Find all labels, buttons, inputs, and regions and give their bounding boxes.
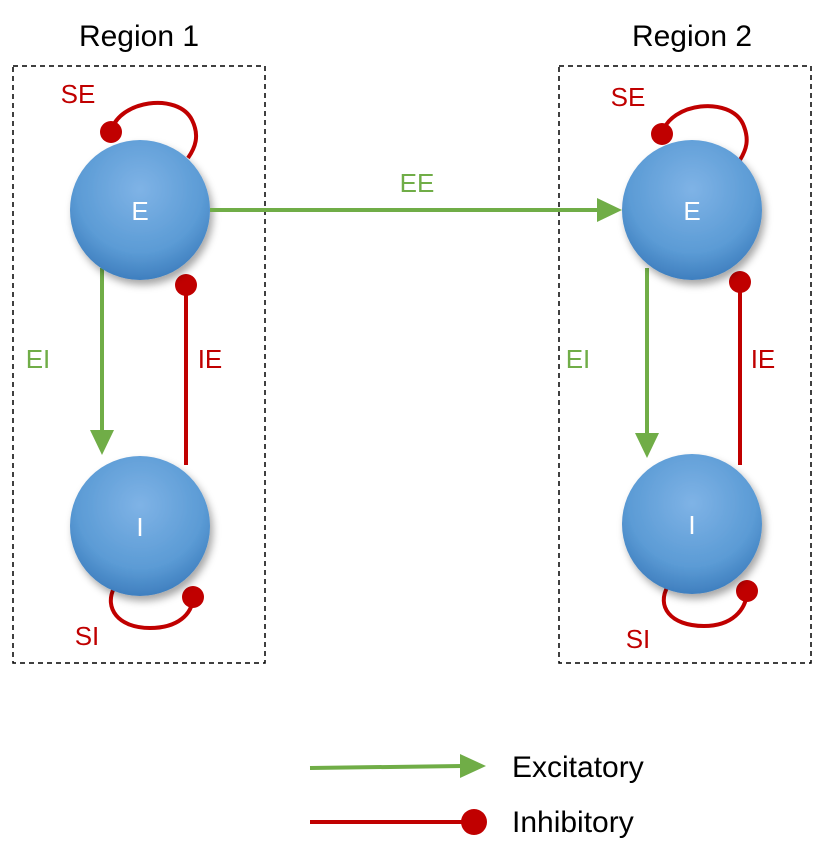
region-2-i-label: I (688, 510, 695, 540)
region-1-box (12, 65, 266, 664)
region-1-ie-terminal (175, 274, 197, 296)
region-2-se-loop (660, 104, 749, 162)
region-2-si-terminal (736, 580, 758, 602)
region-1-si-loop (108, 587, 195, 631)
region-2-se-terminal (651, 123, 673, 145)
region-1-ei-label: EI (26, 344, 51, 374)
legend-excitatory-arrowhead (460, 754, 486, 778)
region-1-i-node: I (70, 456, 210, 596)
region-2-i-node: I (622, 454, 762, 594)
region-1-se-label: SE (61, 79, 96, 109)
legend: Excitatory Inhibitory (309, 751, 644, 839)
legend-inhibitory-label: Inhibitory (512, 806, 634, 839)
region-1-ei-arrowhead (90, 430, 114, 455)
region-1-se-loop (109, 100, 199, 160)
region-2-ei-arrowhead (635, 433, 659, 458)
legend-excitatory-arrow (309, 764, 463, 770)
region-1-ie-label: IE (198, 344, 223, 374)
region-1: Region 1 SE EI IE SI E I (12, 20, 266, 664)
region-1-e-node: E (70, 140, 210, 280)
region-1-title: Region 1 (79, 20, 199, 53)
ee-arrowhead (597, 198, 622, 222)
region-2-box (558, 65, 812, 664)
region-1-si-label: SI (75, 621, 100, 651)
region-2-e-label: E (683, 196, 700, 226)
ee-label: EE (400, 168, 435, 198)
region-2-si-label: SI (626, 624, 651, 654)
region-2-title: Region 2 (632, 20, 752, 53)
region-2-ie-label: IE (751, 344, 776, 374)
region-2: Region 2 SE EI IE SI E I (558, 20, 812, 664)
legend-inhibitory: Inhibitory (310, 806, 634, 839)
region-2-ei-label: EI (566, 344, 591, 374)
region-2-si-loop (661, 584, 749, 629)
inter-region-ee-edge: EE (210, 168, 622, 222)
region-2-e-node: E (622, 140, 762, 280)
region-2-se-label: SE (611, 82, 646, 112)
region-1-e-label: E (131, 196, 148, 226)
region-2-ie-terminal (729, 271, 751, 293)
legend-excitatory: Excitatory (309, 751, 644, 784)
region-1-se-terminal (100, 121, 122, 143)
region-1-i-label: I (136, 512, 143, 542)
region-1-si-terminal (182, 586, 204, 608)
legend-excitatory-label: Excitatory (512, 751, 644, 784)
legend-inhibitory-terminal (461, 809, 487, 835)
